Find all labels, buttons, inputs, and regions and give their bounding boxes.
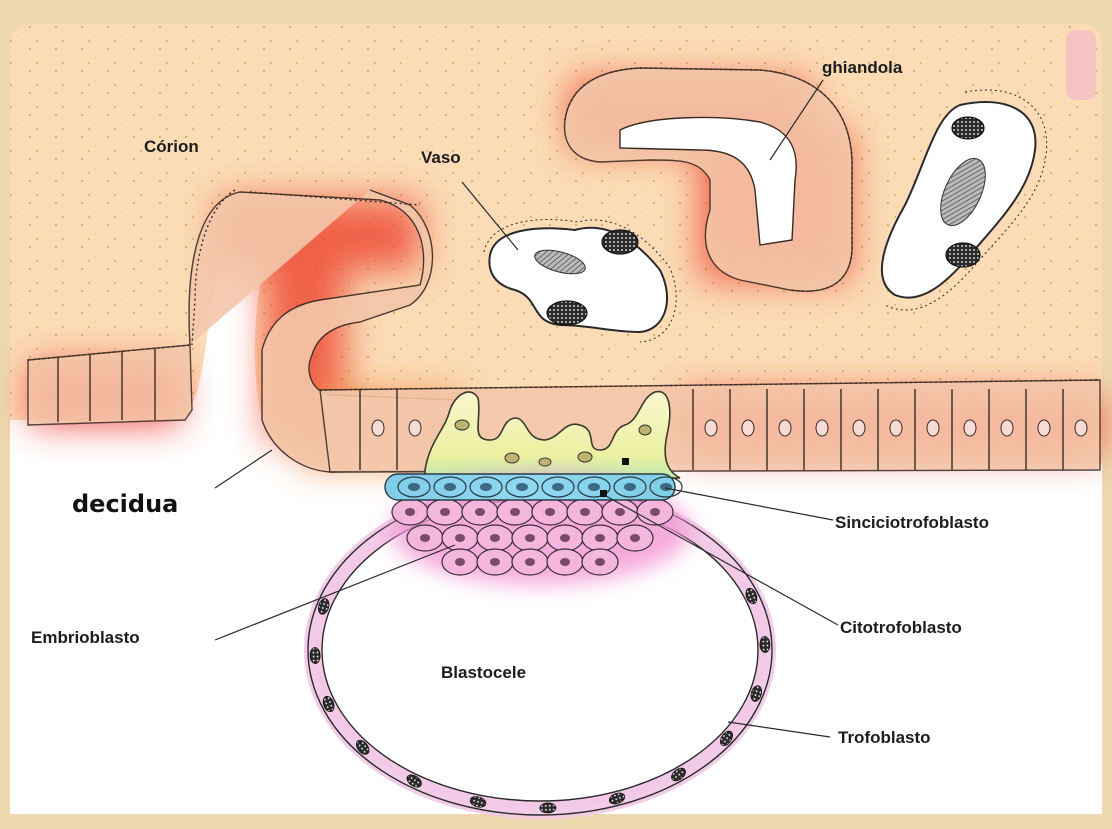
label-trofoblasto: Trofoblasto [838,728,931,747]
embryoblast-nucleus [630,534,640,542]
embryoblast-nucleus [510,508,520,516]
embryoblast-nucleus [545,508,555,516]
label-decidua: decidua [72,490,178,518]
cytotrophoblast-nucleus [660,483,672,491]
embryoblast-nucleus [560,558,570,566]
embryoblast-nucleus [525,534,535,542]
embryoblast-nucleus [475,508,485,516]
cytotrophoblast-layer [385,474,682,500]
cytotrophoblast-nucleus [408,483,420,491]
cytotrophoblast-nucleus [480,483,492,491]
embryoblast-nucleus [455,558,465,566]
embryoblast-nucleus [405,508,415,516]
cytotrophoblast-nucleus [588,483,600,491]
label-ghiandola: ghiandola [822,58,903,77]
embryoblast-nucleus [560,534,570,542]
label-blastocele: Blastocele [441,663,526,682]
epithelial-cell-nucleus [890,420,902,436]
label-embrioblasto: Embrioblasto [31,628,140,647]
cytotrophoblast-nucleus [444,483,456,491]
cytotrophoblast-nucleus [516,483,528,491]
trophoblast-nucleus [310,647,321,663]
embryoblast-nucleus [595,534,605,542]
embryoblast-nucleus [615,508,625,516]
embryoblast-nucleus [455,534,465,542]
cytotrophoblast-nucleus [552,483,564,491]
label-sinciziotrofoblasto: Sinciciotrofoblasto [835,513,989,532]
label-citotrofoblasto: Citotrofoblasto [840,618,962,637]
trophoblast-nucleus [540,803,556,814]
embryoblast-nucleus [595,558,605,566]
epithelial-cell-nucleus [1075,420,1087,436]
embryoblast-nucleus [440,508,450,516]
embryoblast-nucleus [490,558,500,566]
embryoblast-nucleus [490,534,500,542]
epithelial-cell-nucleus [705,420,717,436]
cytotrophoblast-nucleus [624,483,636,491]
epithelial-cell-nucleus [1038,420,1050,436]
epithelial-cell-nucleus [964,420,976,436]
epithelial-cell-nucleus [409,420,421,436]
epithelial-cell-nucleus [742,420,754,436]
embryoblast-nucleus [650,508,660,516]
embryoblast-nucleus [580,508,590,516]
epithelial-cell-nucleus [853,420,865,436]
label-vaso: Vaso [421,148,461,167]
epithelial-cell-nucleus [816,420,828,436]
epithelial-cell-nucleus [372,420,384,436]
embryoblast-nucleus [525,558,535,566]
trophoblast-nucleus [760,636,771,652]
epithelial-cell-nucleus [927,420,939,436]
epithelial-cell-nucleus [779,420,791,436]
embryoblast-nucleus [420,534,430,542]
epithelial-cell-nucleus [1001,420,1013,436]
label-corion: Córion [144,137,199,156]
